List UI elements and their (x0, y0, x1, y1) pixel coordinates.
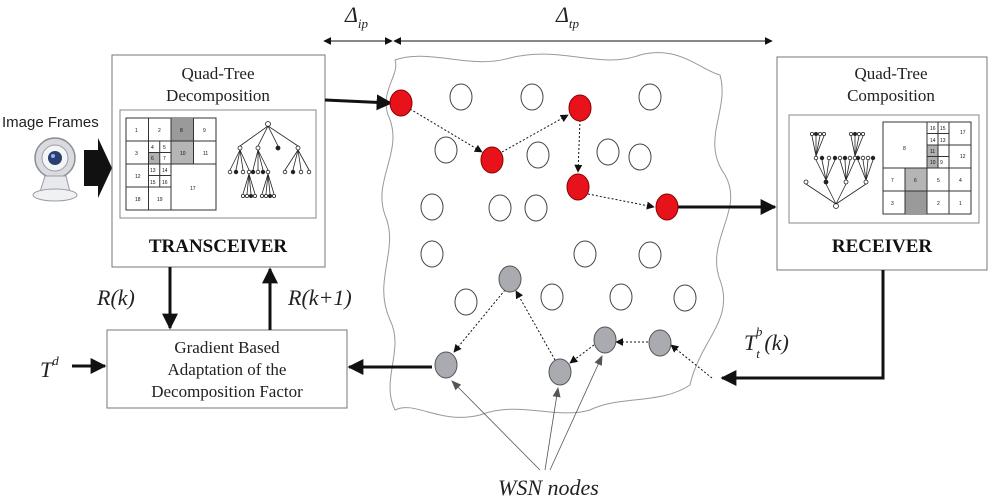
qr-cell: 3 (891, 201, 894, 207)
wsn-node-active (389, 89, 413, 117)
qr-cell: 8 (903, 146, 906, 152)
adaptation-line2: Adaptation of the (168, 360, 287, 379)
image-frames-label: Image Frames (2, 114, 99, 131)
wsn-node (420, 193, 444, 221)
qr-cell: 14 (930, 138, 936, 144)
delta-ip-indicator: Δip (323, 2, 393, 45)
ql-cell: 12 (135, 174, 141, 180)
qr-cell: 9 (940, 160, 943, 166)
tb-label: Ttb(k) (744, 324, 789, 361)
adaptation-block: Gradient Based Adaptation of the Decompo… (106, 329, 348, 409)
forward-path (389, 89, 679, 221)
delta-ip-label: Δip (344, 2, 369, 31)
wsn-node (434, 136, 458, 164)
wsn-node (420, 240, 444, 268)
wsn-node-active (568, 94, 592, 122)
wsn-node-active (566, 173, 590, 201)
wsn-node (520, 83, 544, 111)
wsn-node (638, 83, 662, 111)
ql-cell: 13 (150, 168, 156, 174)
wsn-node-active (655, 193, 679, 221)
ql-cell: 18 (135, 197, 141, 203)
qr-cell: 6 (914, 178, 917, 184)
quadtree-tree-right (803, 131, 876, 209)
qr-cell: 17 (960, 130, 966, 136)
qr-cell: 13 (940, 138, 946, 144)
receiver-label: RECEIVER (832, 236, 933, 257)
network-cloud (381, 52, 732, 418)
wsn-node-feedback (548, 358, 572, 386)
ql-cell: 5 (163, 145, 166, 151)
ql-cell: 2 (158, 128, 161, 134)
qr-cell: 4 (959, 178, 962, 184)
qr-cell: 1 (959, 201, 962, 207)
delta-tp-label: Δtp (555, 2, 580, 31)
wsn-node (673, 284, 697, 312)
ql-cell: 7 (163, 156, 166, 162)
feedback-path (434, 265, 713, 386)
wsn-nodes-label: WSN nodes (498, 475, 599, 500)
quadtree-grid-left: 1 2 8 9 3 4 5 10 11 6 7 12 13 14 15 16 1… (125, 117, 217, 211)
qr-cell: 10 (930, 160, 936, 166)
transceiver-block: Quad-Tree Decomposition 1 2 8 (111, 54, 326, 268)
wsn-node (638, 241, 662, 269)
receiver-block: Quad-Tree Composition 17 16 15 (776, 56, 988, 271)
adaptation-line1: Gradient Based (174, 338, 280, 357)
qr-cell: 15 (940, 126, 946, 132)
idle-nodes (420, 83, 697, 316)
transceiver-to-network-arrow (324, 94, 393, 111)
wsn-node-feedback (648, 329, 672, 357)
wsn-node (628, 143, 652, 171)
ql-cell: 17 (190, 186, 196, 192)
ql-cell: 4 (151, 145, 154, 151)
webcam-icon (32, 137, 78, 202)
wsn-node-feedback (434, 351, 458, 379)
wsn-node (524, 194, 548, 222)
qr-cell: 7 (891, 178, 894, 184)
rk-label: R(k) (96, 285, 135, 310)
qr-cell: 12 (960, 154, 966, 160)
ql-cell: 19 (157, 197, 163, 203)
camera-input-arrow (84, 138, 112, 198)
wsn-nodes-callout (451, 355, 603, 471)
qr-cell: 2 (937, 201, 940, 207)
wsn-node (573, 240, 597, 268)
rk1-label: R(k+1) (287, 285, 352, 310)
ql-cell: 10 (180, 151, 186, 157)
transceiver-title-line1: Quad-Tree (181, 64, 254, 83)
wsn-node-feedback (593, 326, 617, 354)
td-label: Td (40, 353, 59, 382)
receiver-title-line2: Composition (847, 86, 935, 105)
wsn-node (540, 283, 564, 311)
ql-cell: 16 (162, 180, 168, 186)
ql-cell: 1 (135, 128, 138, 134)
quadtree-grid-right: 17 16 15 14 13 12 11 10 9 8 7 6 5 4 3 2 … (882, 121, 972, 215)
wsn-node (488, 194, 512, 222)
quadtree-tree-left (227, 121, 312, 198)
qr-cell: 11 (930, 149, 935, 155)
qr-cell: 16 (930, 126, 936, 132)
transceiver-title-line2: Decomposition (166, 86, 270, 105)
ql-cell: 3 (135, 151, 138, 157)
wsn-node (454, 288, 478, 316)
ql-cell: 9 (203, 128, 206, 134)
wsn-node (449, 83, 473, 111)
qr-cell: 5 (937, 178, 940, 184)
wsn-node-feedback (498, 265, 522, 293)
receiver-feedback-line (720, 270, 885, 386)
ql-cell: 8 (180, 128, 183, 134)
ql-cell: 14 (162, 168, 168, 174)
wsn-node (609, 283, 633, 311)
ql-cell: 11 (203, 151, 208, 157)
wsn-node (596, 138, 620, 166)
adaptation-line3: Decomposition Factor (151, 382, 303, 401)
receiver-title-line1: Quad-Tree (854, 64, 927, 83)
ql-cell: 15 (150, 180, 156, 186)
wsn-node (526, 141, 550, 169)
ql-cell: 6 (151, 156, 154, 162)
transceiver-label: TRANSCEIVER (149, 236, 288, 257)
delta-tp-indicator: Δtp (393, 2, 773, 45)
wsn-node-active (480, 146, 504, 174)
